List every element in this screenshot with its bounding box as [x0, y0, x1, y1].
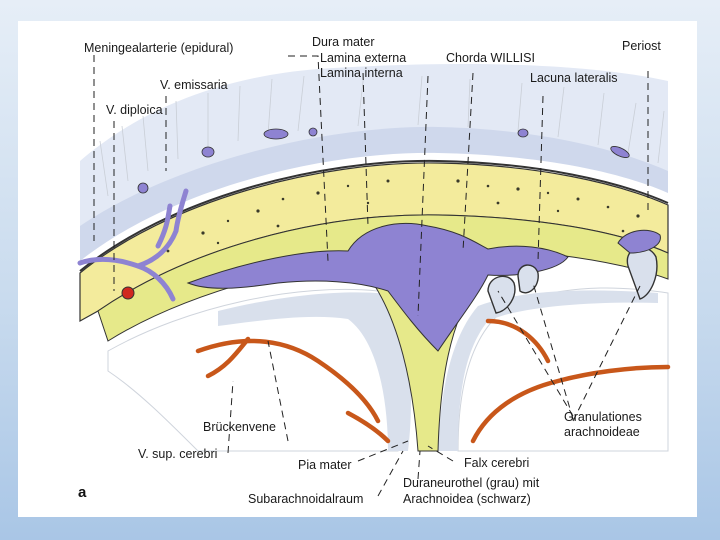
label-brueckenvene: Brückenvene: [203, 420, 276, 434]
lacuna-lateralis: [617, 229, 661, 254]
subcutis-layer: [80, 126, 668, 261]
label-subarachnoidalraum: Subarachnoidalraum: [248, 492, 363, 506]
label-chorda-willisi: Chorda WILLISI: [446, 51, 535, 65]
label-meningealarterie: Meningealarterie (epidural): [84, 41, 233, 55]
label-lacuna-lateralis: Lacuna lateralis: [530, 71, 618, 85]
diploe-dots: [136, 179, 640, 268]
diploic-veins: [77, 188, 189, 302]
sagittal-sinus: [186, 223, 569, 352]
label-falx-cerebri: Falx cerebri: [464, 456, 529, 470]
granulations: [487, 246, 658, 314]
label-periost: Periost: [622, 39, 661, 53]
meninges-diagram: Meningealarterie (epidural) Dura mater L…: [77, 35, 671, 506]
slide-panel: Meningealarterie (epidural) Dura mater L…: [18, 21, 697, 517]
scalp-vessels: [137, 127, 630, 194]
subarachnoid-space: [218, 292, 411, 451]
meningeal-artery: [121, 286, 135, 300]
leader-lines: [93, 55, 649, 497]
label-v-emissaria: V. emissaria: [160, 78, 228, 92]
label-arachnoidea-schwarz: Arachnoidea (schwarz): [403, 492, 531, 506]
label-pia-mater: Pia mater: [298, 458, 352, 472]
label-arachnoideae: arachnoideae: [564, 425, 640, 439]
panel-letter: a: [78, 484, 87, 501]
label-v-sup-cerebri: V. sup. cerebri: [138, 447, 217, 461]
label-granulationes: Granulationes: [564, 410, 642, 424]
cortical-veins: [195, 318, 671, 444]
scalp-layer: [80, 64, 668, 251]
label-lamina-interna: Lamina interna: [320, 66, 403, 80]
hair-strokes: [99, 72, 665, 197]
label-v-diploica: V. diploica: [106, 103, 163, 117]
label-lamina-externa: Lamina externa: [320, 51, 406, 65]
label-duraneurothel: Duraneurothel (grau) mit: [403, 476, 540, 490]
label-dura-mater: Dura mater: [312, 35, 375, 49]
